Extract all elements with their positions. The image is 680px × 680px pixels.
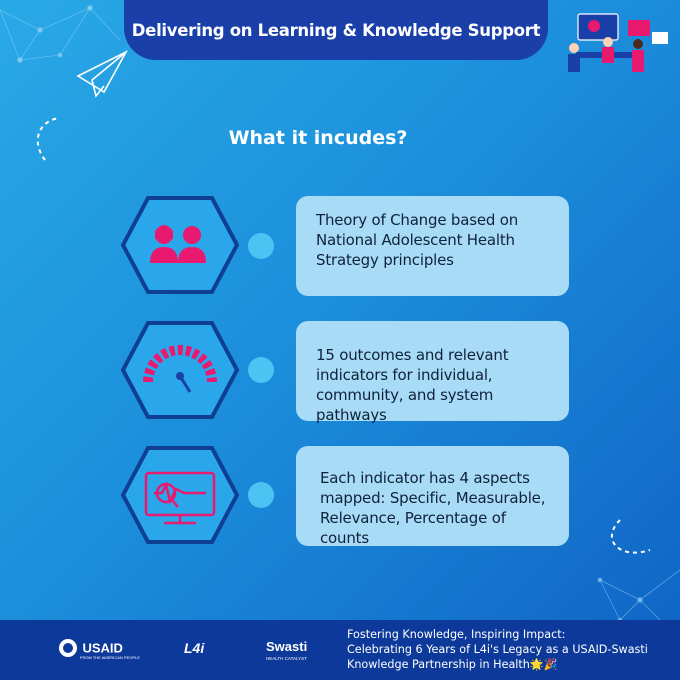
card-line: Strategy principles	[316, 251, 454, 269]
monitor-analytics-icon	[144, 471, 216, 525]
connector-dot	[248, 357, 274, 383]
card-line: community, and system pathways	[316, 386, 494, 424]
hexagon-monitor	[120, 446, 240, 544]
footer-line: Celebrating 6 Years of L4i's Legacy as a…	[347, 643, 648, 656]
card-line: National Adolescent Health	[316, 231, 515, 249]
info-card-3: Each indicator has 4 aspects mapped: Spe…	[296, 446, 569, 547]
footer-line: Knowledge Partnership in Health🌟🎉	[347, 658, 558, 671]
title-banner: Delivering on Learning & Knowledge Suppo…	[124, 0, 548, 60]
card-line: mapped: Specific, Measurable,	[320, 489, 546, 507]
footer-line: Fostering Knowledge, Inspiring Impact:	[347, 628, 566, 641]
usaid-logo: USAID FROM THE AMERICAN PEOPLE	[58, 638, 140, 660]
info-card-1: Theory of Change based on National Adole…	[296, 196, 569, 296]
page-title: Delivering on Learning & Knowledge Suppo…	[131, 20, 541, 40]
l4i-logo: L4i	[184, 640, 205, 656]
usaid-wordmark: USAID	[82, 640, 123, 656]
card-line: indicators for individual,	[316, 366, 493, 384]
people-icon	[150, 225, 206, 263]
info-card-2: 15 outcomes and relevant indicators for …	[296, 321, 569, 424]
footer-caption: Fostering Knowledge, Inspiring Impact: C…	[347, 627, 677, 672]
gauge-icon	[143, 345, 217, 393]
card-line: 15 outcomes and relevant	[316, 346, 509, 364]
swasti-logo: Swasti HEALTH CATALYST	[266, 638, 307, 661]
swasti-tagline: HEALTH CATALYST	[266, 656, 307, 661]
swasti-wordmark: Swasti	[266, 639, 308, 654]
team-meeting-illustration	[568, 13, 668, 72]
usaid-tagline: FROM THE AMERICAN PEOPLE	[80, 655, 140, 660]
hexagon-people	[120, 196, 240, 294]
card-line: Theory of Change based on	[316, 211, 519, 229]
paper-plane-icon	[76, 50, 128, 98]
card-line: Each indicator has 4 aspects	[320, 469, 530, 487]
connector-dot	[248, 233, 274, 259]
usaid-seal-icon	[59, 639, 77, 657]
connector-dot	[248, 482, 274, 508]
hexagon-gauge	[120, 321, 240, 419]
card-line: Relevance, Percentage of counts	[320, 509, 506, 547]
footer-bar	[0, 620, 680, 680]
section-heading: What it incudes?	[228, 127, 408, 149]
